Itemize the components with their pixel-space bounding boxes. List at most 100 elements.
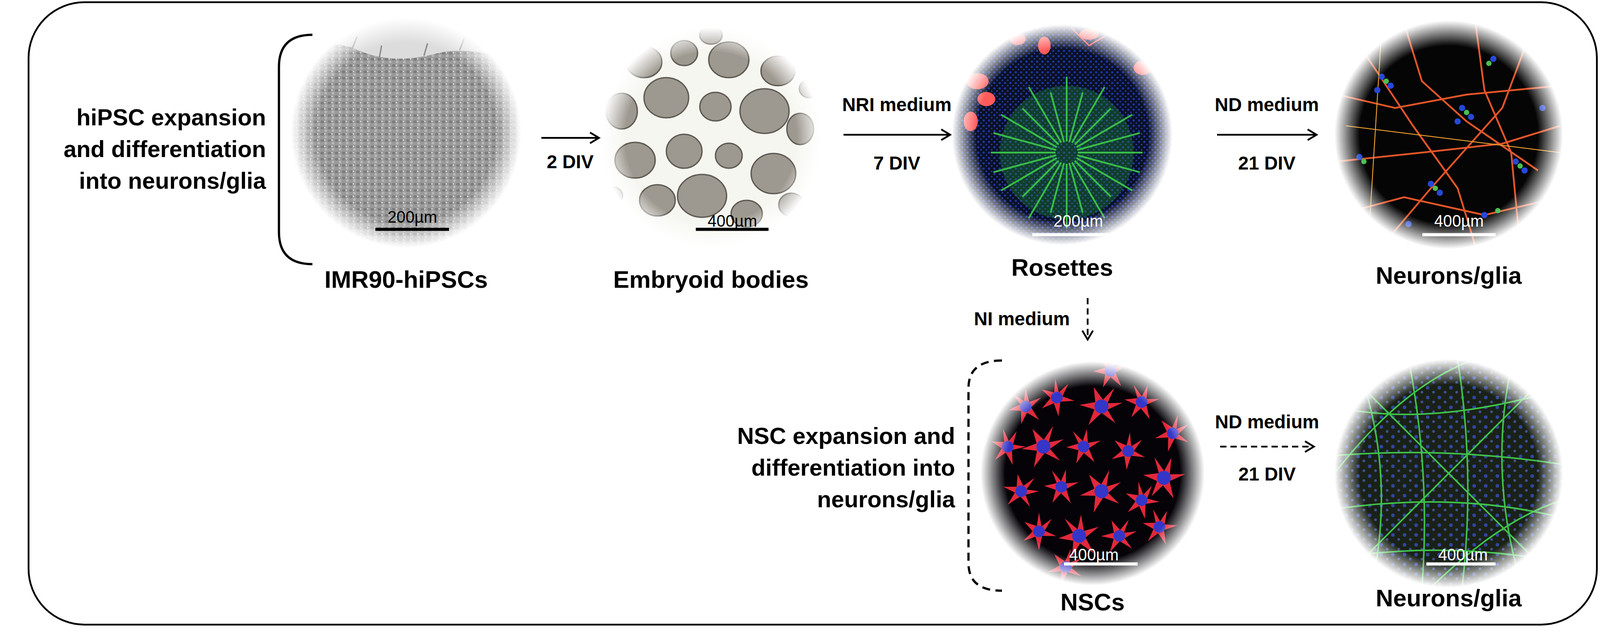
illustration-part: [1337, 125, 1561, 162]
illustration-part: [1356, 55, 1546, 228]
embryoid-micrograph: [599, 26, 823, 250]
stage-annotation: hiPSC expansion and differentiation into…: [51, 101, 266, 197]
illustration-part: [602, 187, 623, 205]
illustration-part: [666, 134, 703, 169]
stage-annotation: NSC expansion and differentiation into n…: [731, 420, 956, 516]
illustration-part: [786, 113, 814, 145]
scale-bar: [1032, 233, 1125, 237]
illustration-part: [977, 91, 996, 107]
illustration-part: [1517, 163, 1523, 169]
illustration-part: [677, 174, 727, 218]
illustration-part: [599, 26, 823, 250]
illustration-part: [1346, 27, 1561, 242]
illustration-part: [963, 29, 1152, 132]
illustration-part: [1334, 502, 1563, 519]
image-caption: Neurons/glia: [1375, 584, 1522, 612]
illustration-part: [1337, 23, 1561, 247]
illustration-part: [1332, 357, 1565, 590]
dashed-arrow: [1086, 298, 1089, 340]
illustration-part: [1332, 357, 1565, 590]
illustration-part: [950, 23, 1174, 247]
illustration-part: [778, 193, 804, 217]
illustration-part: [1436, 189, 1443, 196]
duration-label: 21 DIV: [1238, 152, 1296, 175]
illustration-part: [1387, 82, 1394, 89]
illustration-part: [1408, 359, 1425, 588]
dashed-arrow: [1220, 445, 1314, 448]
illustration-part: [699, 92, 732, 121]
illustration-part: [1374, 87, 1381, 94]
illustration-part: [715, 143, 743, 169]
illustration-part: [1495, 207, 1501, 214]
micrograph-node: NSCs 400µm: [980, 361, 1205, 616]
illustration-part: [1467, 113, 1475, 121]
illustration-part: [615, 142, 656, 179]
illustration-part: [1381, 36, 1530, 247]
illustration-part: [1521, 167, 1528, 174]
micrograph-node: Neurons/glia400µm: [1334, 359, 1563, 612]
illustration-part: [290, 16, 523, 249]
illustration-part: [1490, 55, 1497, 63]
illustration-part: [963, 111, 978, 132]
illustration-part: [1378, 73, 1385, 80]
illustration-part: [1458, 104, 1466, 112]
duration-label: 21 DIV: [1238, 463, 1296, 486]
illustration-part: [1404, 23, 1538, 171]
illustration-part: [1038, 36, 1051, 55]
illustration-part: [1332, 357, 1565, 590]
illustration-part: [739, 88, 790, 134]
illustration-part: [1009, 32, 1026, 46]
illustration-part: [1432, 185, 1438, 192]
rosette-micrograph: [950, 23, 1174, 247]
solid-arrow: [1217, 133, 1317, 136]
illustration-part: [1356, 153, 1363, 161]
illustration-part: [1332, 18, 1565, 251]
micrograph-node: IMR90-hiPSCs200µm: [290, 17, 522, 294]
micrograph-node: Neurons/glia 400µm: [1334, 20, 1563, 290]
illustration-part: [639, 184, 676, 217]
illustration-part: [1334, 359, 1476, 474]
scale-bar-label: 400µm: [1434, 212, 1484, 231]
micrograph-node: Rosettes200µm: [951, 24, 1173, 282]
illustration-part: [1383, 78, 1389, 84]
illustration-part: [1346, 370, 1552, 577]
illustration-part: [1539, 104, 1546, 112]
neuron-micrograph: [1332, 18, 1565, 251]
illustration-part: [978, 359, 1207, 588]
illustration-part: [1117, 475, 1165, 524]
illustration-part: [290, 16, 523, 249]
illustration-part: [1119, 379, 1163, 424]
neuron-micrograph: [1332, 357, 1565, 590]
scale-bar-label: 400µm: [1069, 546, 1119, 565]
illustration-part: [978, 350, 1207, 590]
illustration-part: [1014, 507, 1063, 556]
illustration-part: [950, 23, 1174, 247]
illustration-part: [644, 77, 689, 118]
illustration-part: [1032, 373, 1081, 422]
image-caption: IMR90-hiPSCs: [324, 265, 488, 294]
illustration-part: [799, 79, 819, 98]
duration-label: 7 DIV: [873, 152, 921, 175]
illustration-part: [290, 16, 523, 249]
illustration-part: [1090, 350, 1130, 391]
illustration-part: [708, 41, 749, 78]
illustration-part: [670, 40, 698, 66]
image-caption: NSCs: [1060, 588, 1125, 616]
illustration-part: [1346, 370, 1552, 577]
illustration-part: [1427, 180, 1434, 188]
image-caption: Neurons/glia: [1375, 261, 1522, 290]
illustration-part: [950, 23, 1174, 247]
solid-arrow: [843, 133, 951, 136]
illustration-part: [1486, 60, 1492, 67]
illustration-part: [606, 93, 638, 129]
illustration-part: [1103, 426, 1152, 475]
illustration-part: [1405, 220, 1412, 228]
illustration-part: [1003, 474, 1039, 508]
illustration-part: [1040, 465, 1081, 509]
illustration-part: [751, 153, 796, 194]
illustration-part: [1076, 382, 1127, 429]
scale-bar-label: 200µm: [1053, 212, 1104, 231]
illustration-part: [626, 46, 662, 78]
